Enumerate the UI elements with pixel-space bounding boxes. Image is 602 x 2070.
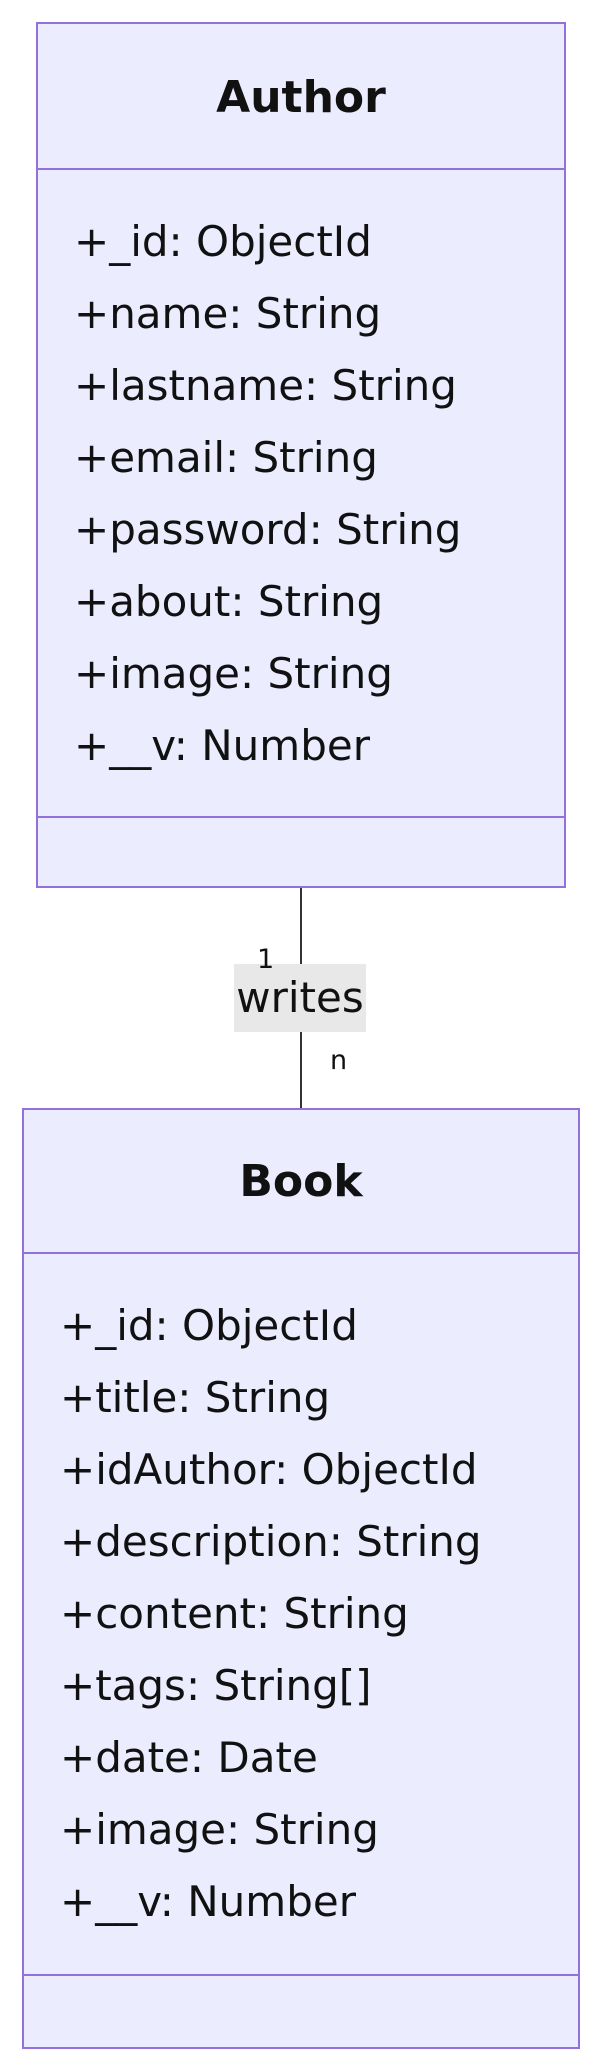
class-author: Author +_id: ObjectId +name: String +las… — [36, 22, 566, 888]
relation-line-top — [300, 888, 302, 964]
class-book-divider-methods — [24, 1974, 578, 1976]
class-book: Book +_id: ObjectId +title: String +idAu… — [22, 1108, 580, 2049]
attribute: +name: String — [74, 289, 382, 338]
multiplicity-book: n — [330, 1045, 348, 1076]
attribute: +title: String — [60, 1373, 331, 1422]
attribute: +tags: String[] — [60, 1661, 372, 1710]
class-author-divider-top — [38, 168, 564, 170]
attribute: +__v: Number — [60, 1877, 356, 1926]
class-book-title: Book — [239, 1156, 363, 1207]
relation-line-bottom — [300, 1032, 302, 1108]
attribute: +date: Date — [60, 1733, 318, 1782]
attribute: +image: String — [74, 649, 393, 698]
attribute: +description: String — [60, 1517, 482, 1566]
class-book-attributes: +_id: ObjectId +title: String +idAuthor:… — [60, 1290, 482, 1938]
attribute: +_id: ObjectId — [74, 217, 372, 266]
attribute: +about: String — [74, 577, 384, 626]
class-author-title: Author — [216, 72, 386, 123]
class-author-divider-methods — [38, 816, 564, 818]
attribute: +__v: Number — [74, 721, 370, 770]
attribute: +idAuthor: ObjectId — [60, 1445, 478, 1494]
attribute: +_id: ObjectId — [60, 1301, 358, 1350]
attribute: +lastname: String — [74, 361, 457, 410]
class-author-attributes: +_id: ObjectId +name: String +lastname: … — [74, 206, 461, 782]
attribute: +password: String — [74, 505, 462, 554]
relation-label: writes — [234, 964, 366, 1032]
attribute: +email: String — [74, 433, 378, 482]
attribute: +content: String — [60, 1589, 409, 1638]
multiplicity-author: 1 — [257, 944, 275, 975]
attribute: +image: String — [60, 1805, 379, 1854]
class-book-divider-top — [24, 1252, 578, 1254]
